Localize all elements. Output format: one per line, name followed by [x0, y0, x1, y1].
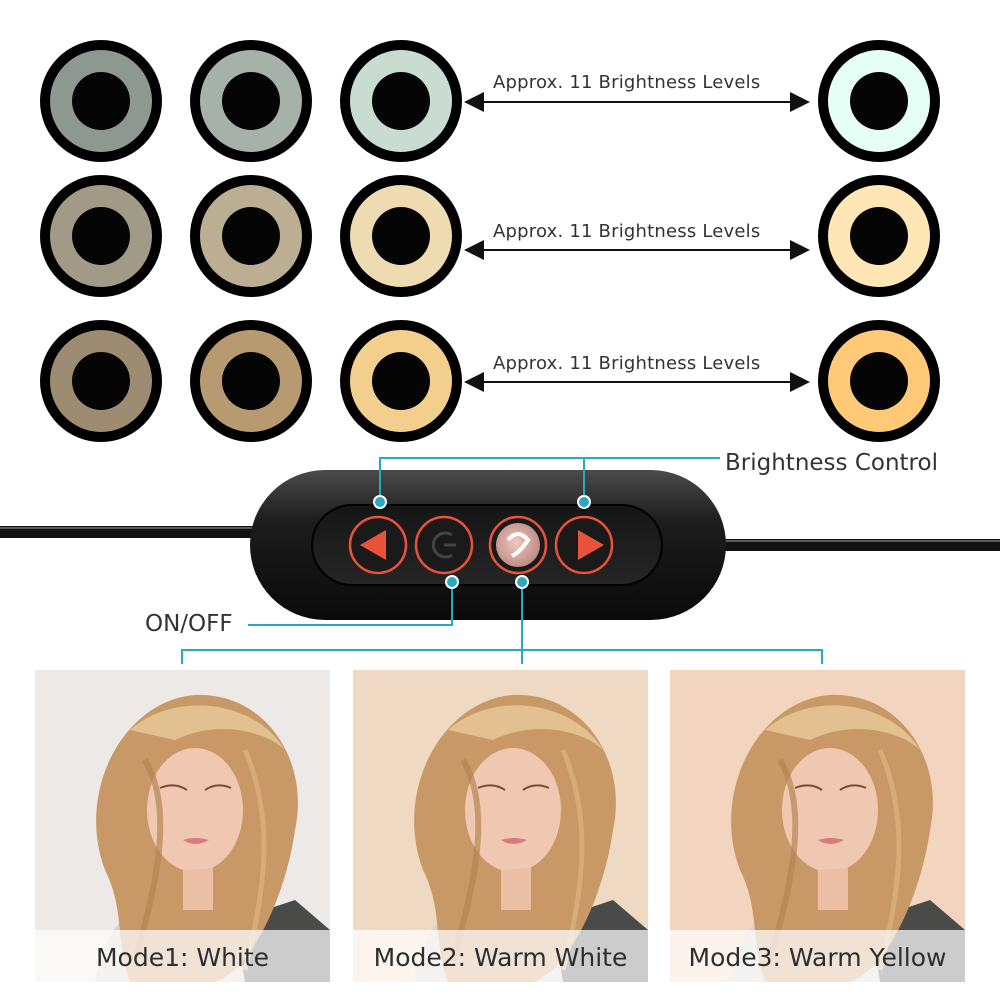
on-off-label: ON/OFF	[145, 611, 233, 637]
ring-light-level	[818, 320, 940, 442]
ring-light-level	[40, 175, 162, 297]
face-shape	[782, 748, 878, 872]
callout-lines	[248, 457, 720, 660]
ring-center	[850, 207, 908, 265]
neck-shape	[818, 868, 848, 910]
hair-highlight	[765, 705, 920, 750]
mode-caption-white: Mode1: White	[35, 930, 330, 982]
eye-right	[839, 784, 867, 791]
lips-shape	[183, 838, 209, 844]
hair-highlight	[448, 705, 603, 750]
eye-left	[477, 784, 506, 791]
eye-left	[159, 784, 188, 791]
ring-center	[222, 207, 280, 265]
level-label-white: Approx. 11 Brightness Levels	[493, 72, 761, 93]
ring-center	[372, 72, 430, 130]
ring-center	[72, 72, 130, 130]
ring-center	[222, 72, 280, 130]
eye-left	[794, 784, 823, 791]
face-shape	[465, 748, 561, 872]
mode-button	[488, 515, 548, 575]
neck-shape	[183, 868, 213, 910]
brightness-down-button	[348, 515, 408, 575]
mode-caption-warm-yellow: Mode3: Warm Yellow	[670, 930, 965, 982]
mode-panel-warm-yellow: Mode3: Warm Yellow	[670, 670, 965, 982]
ring-light-level	[340, 320, 462, 442]
brightness-control-label: Brightness Control	[725, 450, 938, 476]
ring-center	[372, 352, 430, 410]
power-button	[414, 515, 474, 575]
level-label-warm-yellow: Approx. 11 Brightness Levels	[493, 353, 761, 374]
lips-shape	[818, 838, 844, 844]
brightness-up-button	[554, 515, 614, 575]
hair-highlight	[130, 705, 285, 750]
controller-graphic	[0, 457, 1000, 660]
level-label-warm-white: Approx. 11 Brightness Levels	[493, 221, 761, 242]
mode-panel-white: Mode1: White	[35, 670, 330, 982]
eye-right	[204, 784, 232, 791]
ring-light-level	[818, 175, 940, 297]
mode-caption-warm-white: Mode2: Warm White	[353, 930, 648, 982]
ring-center	[72, 207, 130, 265]
ring-center	[850, 352, 908, 410]
ring-light-level	[190, 175, 312, 297]
ring-center	[372, 207, 430, 265]
neck-shape	[501, 868, 531, 910]
callout-dots	[373, 495, 591, 589]
ring-light-level	[40, 40, 162, 162]
face-shape	[147, 748, 243, 872]
eye-right	[522, 784, 550, 791]
ring-light-level	[818, 40, 940, 162]
ring-center	[850, 72, 908, 130]
ring-center	[222, 352, 280, 410]
ring-light-level	[340, 175, 462, 297]
ring-light-level	[190, 40, 312, 162]
mode-panel-warm-white: Mode2: Warm White	[353, 670, 648, 982]
lips-shape	[501, 838, 527, 844]
ring-light-level	[40, 320, 162, 442]
ring-center	[72, 352, 130, 410]
ring-light-level	[190, 320, 312, 442]
ring-light-level	[340, 40, 462, 162]
